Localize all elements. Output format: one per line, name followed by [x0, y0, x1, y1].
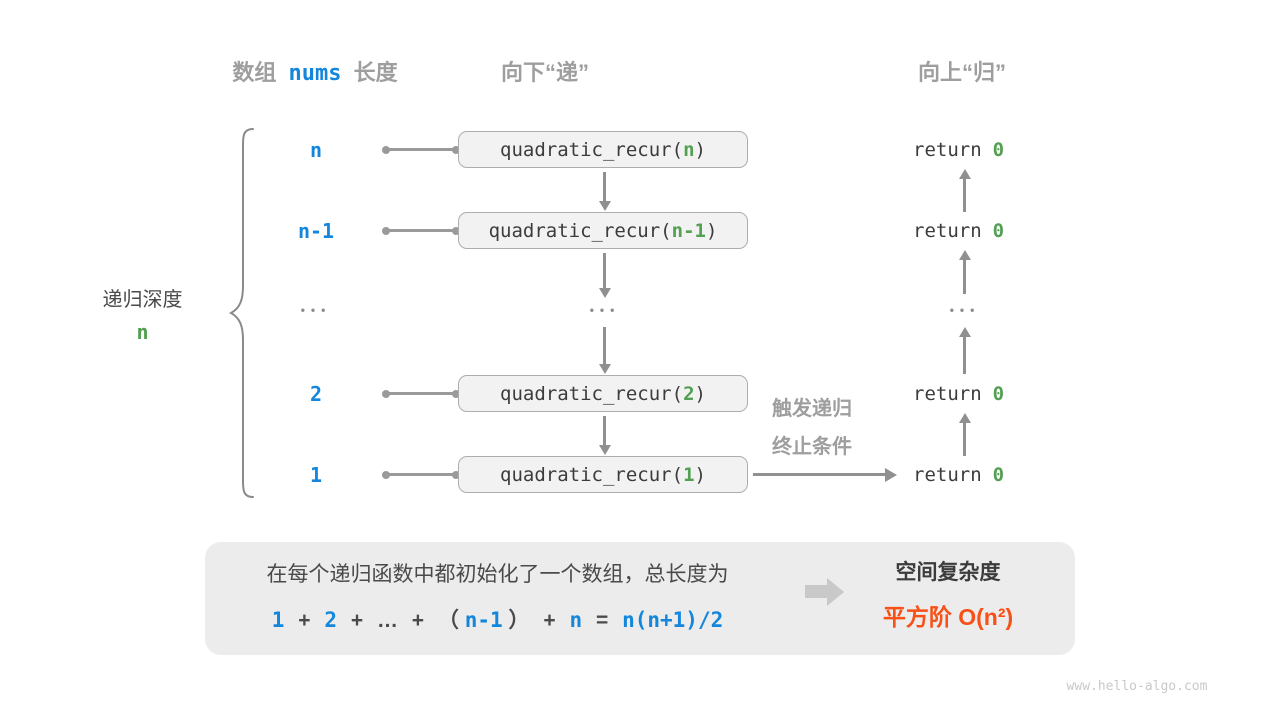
header-recurse-down: 向下“递”	[500, 60, 589, 85]
call-close: )	[705, 219, 718, 242]
call-close: )	[694, 138, 706, 161]
return-keyword: return	[913, 220, 982, 242]
call-ellipsis: •••	[589, 303, 621, 317]
formula-operator: +	[543, 609, 556, 632]
header-return-up: 向上“归”	[917, 60, 1006, 85]
connector-line	[382, 145, 460, 154]
up-arrow-icon	[958, 413, 971, 456]
call-box-2: quadratic_recur(2)	[458, 375, 748, 412]
formula-operator: +	[298, 609, 311, 632]
formula-ellipsis: …	[376, 609, 398, 632]
header-array-post: 长度	[353, 60, 398, 85]
call-close: )	[694, 463, 706, 486]
recursion-depth-label: 递归深度	[102, 289, 183, 311]
return-statement-2: return 0	[913, 381, 1033, 407]
base-case-arrow-icon	[753, 467, 897, 482]
formula-term: n	[569, 608, 583, 632]
return-value: 0	[992, 220, 1005, 242]
call-arg: n-1	[671, 219, 706, 242]
call-box-n: quadratic_recur(n)	[458, 131, 748, 168]
trigger-note: 触发递归 终止条件	[742, 390, 882, 466]
call-open: quadratic_recur(	[500, 463, 684, 486]
down-arrow-icon	[598, 327, 611, 374]
connector-line	[382, 226, 460, 235]
summary-description: 在每个递归函数中都初始化了一个数组，总长度为	[266, 563, 729, 586]
return-value: 0	[992, 383, 1005, 405]
formula-operator: +	[350, 609, 364, 632]
header-array-pre: 数组	[232, 60, 277, 85]
implies-arrow-icon	[805, 577, 844, 606]
formula-result: n(n+1)/2	[622, 608, 724, 632]
formula-rparen: ）	[508, 609, 530, 632]
length-label-n-1: n-1	[297, 219, 335, 243]
return-statement-1: return 0	[913, 462, 1033, 488]
length-label-n: n	[309, 138, 323, 162]
formula-operator: +	[411, 609, 425, 632]
up-arrow-icon	[958, 327, 971, 374]
call-box-n-1: quadratic_recur(n-1)	[458, 212, 748, 249]
recursion-depth-value: n	[136, 320, 149, 344]
call-close: )	[694, 382, 706, 405]
return-value: 0	[992, 464, 1005, 486]
summary-panel	[205, 542, 1075, 655]
return-ellipsis: •••	[949, 303, 981, 317]
call-box-1: quadratic_recur(1)	[458, 456, 748, 493]
length-ellipsis: •••	[300, 303, 332, 317]
length-label-2: 2	[309, 382, 323, 406]
connector-line	[382, 470, 460, 479]
formula-term: 1	[271, 608, 285, 632]
return-statement-n: return 0	[913, 137, 1033, 163]
space-complexity-title: 空间复杂度	[895, 561, 1001, 584]
nums-code-text: nums	[288, 61, 342, 86]
return-keyword: return	[913, 464, 982, 486]
formula-lparen: （	[437, 609, 459, 632]
trigger-note-line2: 终止条件	[772, 436, 852, 458]
down-arrow-icon	[598, 253, 611, 298]
formula-term: n-1	[464, 608, 503, 632]
down-arrow-icon	[598, 172, 611, 211]
return-keyword: return	[913, 383, 982, 405]
return-keyword: return	[913, 139, 982, 161]
formula-equals: =	[595, 609, 609, 632]
down-arrow-icon	[598, 416, 611, 455]
call-arg: 2	[683, 382, 695, 405]
call-open: quadratic_recur(	[500, 382, 684, 405]
call-open: quadratic_recur(	[500, 138, 684, 161]
call-arg: n	[683, 138, 695, 161]
return-value: 0	[992, 139, 1005, 161]
length-label-1: 1	[309, 463, 323, 487]
connector-line	[382, 389, 460, 398]
depth-brace-icon	[228, 128, 254, 498]
call-open: quadratic_recur(	[488, 219, 672, 242]
up-arrow-icon	[958, 169, 971, 212]
summary-formula: 1 + 2 + … + （ n-1 ） + n = n(n+1)/2	[215, 604, 780, 634]
space-complexity-value: 平方阶 O(n²)	[882, 604, 1014, 630]
header-array-length: 数组 nums 长度	[205, 59, 425, 87]
watermark: www.hello-algo.com	[1066, 679, 1208, 694]
trigger-note-line1: 触发递归	[772, 398, 852, 420]
formula-term: 2	[324, 608, 337, 632]
call-arg: 1	[683, 463, 695, 486]
return-statement-n-1: return 0	[913, 218, 1033, 244]
up-arrow-icon	[958, 250, 971, 294]
